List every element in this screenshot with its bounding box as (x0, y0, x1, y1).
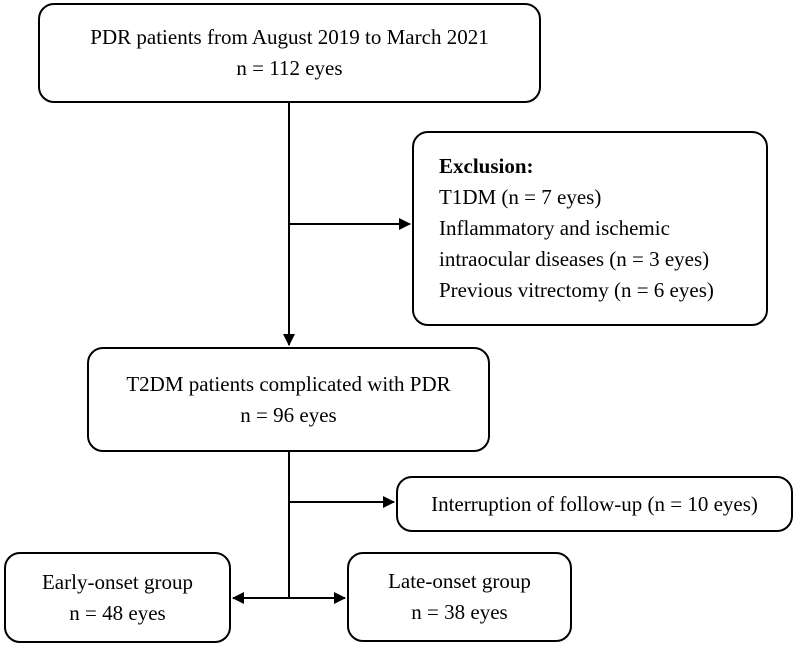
exclusion-item-intraocular: intraocular diseases (n = 3 eyes) (439, 247, 710, 271)
box-late-onset: Late-onset group n = 38 eyes (347, 552, 572, 642)
t2dm-patients-title: T2DM patients complicated with PDR (126, 371, 451, 396)
pdr-patients-title: PDR patients from August 2019 to March 2… (90, 25, 489, 49)
box-early-onset: Early-onset group n = 48 eyes (4, 552, 231, 643)
late-onset-count: n = 38 eyes (411, 600, 508, 624)
box-pdr-patients: PDR patients from August 2019 to March 2… (38, 3, 541, 103)
late-onset-title: Late-onset group (388, 569, 531, 593)
box-exclusion: Exclusion: T1DM (n = 7 eyes) Inflammator… (412, 131, 768, 326)
exclusion-heading: Exclusion: (439, 154, 534, 178)
box-t2dm-patients: T2DM patients complicated with PDR n = 9… (87, 347, 490, 452)
pdr-patients-count: n = 112 eyes (236, 56, 343, 80)
exclusion-item-t1dm: T1DM (n = 7 eyes) (439, 185, 602, 209)
early-onset-count: n = 48 eyes (69, 600, 166, 625)
exclusion-item-vitrectomy: Previous vitrectomy (n = 6 eyes) (439, 278, 714, 302)
interruption-label: Interruption of follow-up (n = 10 eyes) (431, 491, 758, 516)
exclusion-item-inflammatory: Inflammatory and ischemic (439, 216, 670, 240)
box-interruption: Interruption of follow-up (n = 10 eyes) (396, 476, 793, 532)
t2dm-patients-count: n = 96 eyes (240, 402, 337, 427)
early-onset-title: Early-onset group (41, 569, 194, 594)
